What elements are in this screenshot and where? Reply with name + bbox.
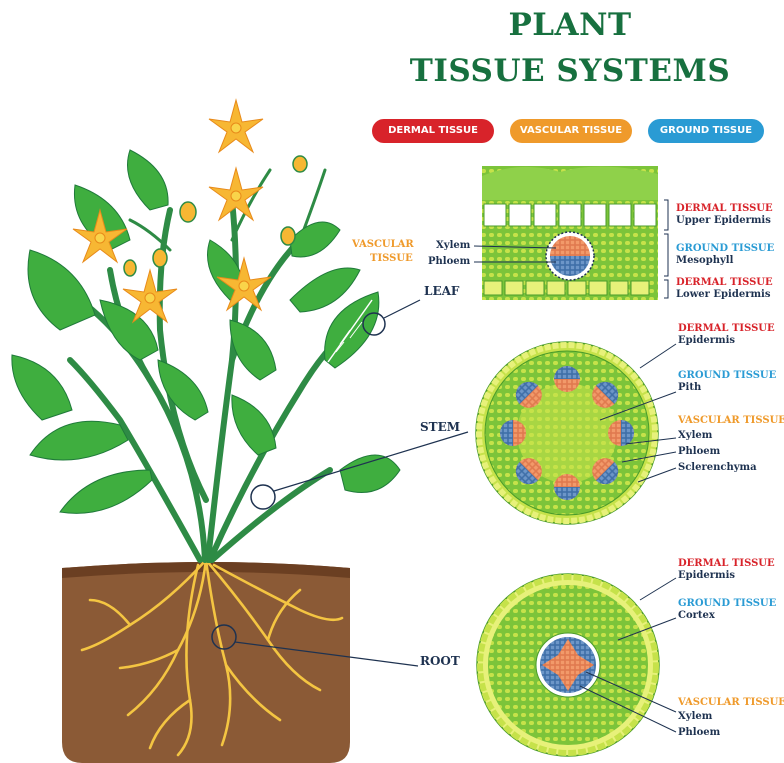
stem-xylem-label: Xylem [678,430,712,442]
root-ground-name: Cortex [678,610,715,622]
legend-dermal-badge: DERMAL TISSUE [372,119,494,143]
leaf-vascular-bundle [546,232,594,280]
part-label-root: ROOT [420,654,460,668]
stem-phloem-label: Phloem [678,446,720,458]
leaf-middle-category: GROUND TISSUE [676,243,774,255]
stem-dermal-name: Epidermis [678,335,735,347]
legend-vascular-badge: VASCULAR TISSUE [510,119,632,143]
stem-ground-name: Pith [678,382,701,394]
leaf-cross-section [474,166,668,300]
root-ground-category: GROUND TISSUE [678,598,776,610]
root-cross-section [477,574,676,756]
root-xylem-label: Xylem [678,711,712,723]
leaf-vascular-line1: VASCULAR [352,239,414,251]
stem-zoom-circle [251,485,275,509]
plant-illustration [12,100,468,763]
part-label-leaf: LEAF [424,284,459,298]
part-label-stem: STEM [420,420,460,434]
legend-ground-badge: GROUND TISSUE [648,119,764,143]
leaf-middle-name: Mesophyll [676,255,733,267]
leaf-vascular-line2: TISSUE [370,253,413,265]
soil [62,562,350,763]
upper-epidermis [484,204,656,226]
leaf-phloem-label: Phloem [428,256,470,268]
stem-ground-category: GROUND TISSUE [678,370,776,382]
leaf-lower-category: DERMAL TISSUE [676,277,773,289]
leaf-upper-name: Upper Epidermis [676,215,771,227]
root-dermal-category: DERMAL TISSUE [678,558,775,570]
stem-sclerenchyma-label: Sclerenchyma [678,462,757,474]
stem-dermal-category: DERMAL TISSUE [678,323,775,335]
leaf-lower-name: Lower Epidermis [676,289,770,301]
title-line-2: TISSUE SYSTEMS [400,56,740,87]
stem-vascular-category: VASCULAR TISSUE [678,415,784,427]
root-vascular-category: VASCULAR TISSUE [678,697,784,709]
root-dermal-name: Epidermis [678,570,735,582]
leaf-upper-category: DERMAL TISSUE [676,203,773,215]
leaves [12,150,400,513]
title-line-1: PLANT [400,10,740,41]
stem-cross-section [476,342,676,524]
root-phloem-label: Phloem [678,727,720,739]
leaf-xylem-label: Xylem [436,240,470,252]
